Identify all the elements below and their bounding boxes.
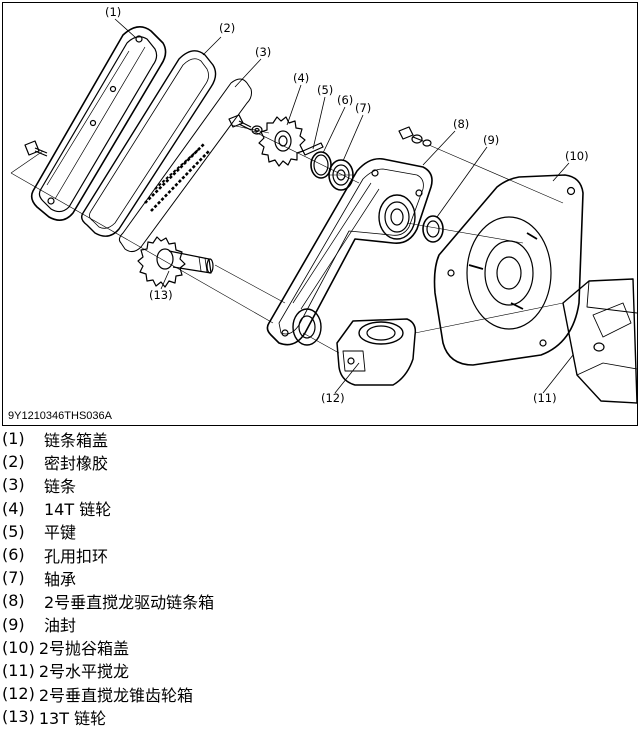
legend-text: 2号垂直搅龙驱动链条箱 (44, 592, 215, 612)
legend-item: (9) 油封 (0, 613, 640, 636)
snap-ring-drawing (310, 151, 332, 179)
callout-1: (1) (105, 5, 122, 19)
figure-code: 9Y1210346THS036A (8, 410, 112, 422)
callout-3: (3) (255, 45, 272, 59)
legend-item: (1) 链条箱盖 (0, 427, 640, 450)
sprocket-13t-drawing (137, 236, 214, 288)
callout-10: (10) (565, 149, 589, 163)
legend-item: (2) 密封橡胶 (0, 450, 640, 473)
legend-item: (4) 14T 链轮 (0, 497, 640, 520)
horizontal-auger-drawing (562, 278, 637, 404)
leader-lines (114, 18, 574, 394)
callout-5: (5) (317, 83, 334, 97)
legend-number: (12) (2, 684, 35, 704)
callout-2: (2) (219, 21, 236, 35)
legend-number: (8) (2, 591, 25, 611)
chain-drawing (118, 78, 252, 253)
legend-number: (4) (2, 498, 25, 518)
legend-number: (10) (2, 637, 35, 657)
legend-number: (1) (2, 429, 25, 449)
legend-text: 13T 链轮 (38, 708, 107, 728)
sprocket-bolt-drawing (228, 114, 263, 135)
legend-number: (5) (2, 521, 25, 541)
parts-legend: (1) 链条箱盖 (2) 密封橡胶 (3) 链条 (4) 14T 链轮 (5) 平键 (6… (0, 427, 640, 728)
case-bolt-drawing (398, 126, 432, 147)
legend-text: 2号抛谷箱盖 (38, 639, 130, 659)
callout-6: (6) (337, 93, 354, 107)
chain-case-cover-drawing (30, 26, 167, 221)
cover-bolt-drawing (10, 140, 48, 174)
seal-rubber-drawing (80, 50, 217, 237)
callout-12: (12) (321, 391, 345, 405)
legend-text: 2号垂直搅龙锥齿轮箱 (38, 685, 194, 705)
legend-number: (11) (2, 660, 35, 680)
legend-text: 链条 (44, 476, 77, 496)
callout-7: (7) (355, 101, 372, 115)
legend-text: 平键 (44, 523, 77, 543)
legend-item: (12)2号垂直搅龙锥齿轮箱 (0, 682, 640, 705)
legend-item: (11)2号水平搅龙 (0, 659, 640, 682)
legend-text: 孔用扣环 (44, 546, 109, 566)
legend-text: 14T 链轮 (44, 500, 112, 520)
legend-item: (5) 平键 (0, 520, 640, 543)
legend-text: 密封橡胶 (44, 453, 109, 473)
legend-text: 油封 (44, 616, 77, 636)
legend-item: (13)13T 链轮 (0, 705, 640, 728)
legend-item: (6) 孔用扣环 (0, 543, 640, 566)
callout-9: (9) (483, 133, 500, 147)
alignment-lines (10, 124, 564, 354)
exploded-view-figure: (1) (2) (3) (4) (5) (6) (7) (8) (9) (10)… (2, 2, 638, 426)
legend-item: (10)2号抛谷箱盖 (0, 636, 640, 659)
callout-8: (8) (453, 117, 470, 131)
legend-text: 轴承 (44, 569, 77, 589)
thrower-case-cover-drawing (433, 174, 584, 366)
legend-item: (8) 2号垂直搅龙驱动链条箱 (0, 589, 640, 612)
legend-number: (7) (2, 568, 25, 588)
oil-seal-drawing (422, 215, 444, 243)
callout-11: (11) (533, 391, 557, 405)
chain-case-drawing (266, 157, 433, 346)
flat-key-drawing (302, 142, 324, 156)
legend-number: (9) (2, 614, 25, 634)
legend-item: (3) 链条 (0, 473, 640, 496)
legend-text: 2号水平搅龙 (38, 662, 130, 682)
sprocket-14t-drawing (258, 116, 306, 167)
callout-13: (13) (149, 288, 173, 302)
legend-item: (7) 轴承 (0, 566, 640, 589)
callout-4: (4) (293, 71, 310, 85)
legend-number: (6) (2, 545, 25, 565)
legend-number: (2) (2, 452, 25, 472)
bevel-gear-box-drawing (336, 318, 417, 386)
legend-number: (3) (2, 475, 25, 495)
legend-number: (13) (2, 707, 35, 727)
legend-text: 链条箱盖 (44, 430, 109, 450)
bearing-drawing (328, 159, 354, 191)
exploded-view-drawing (10, 18, 637, 404)
